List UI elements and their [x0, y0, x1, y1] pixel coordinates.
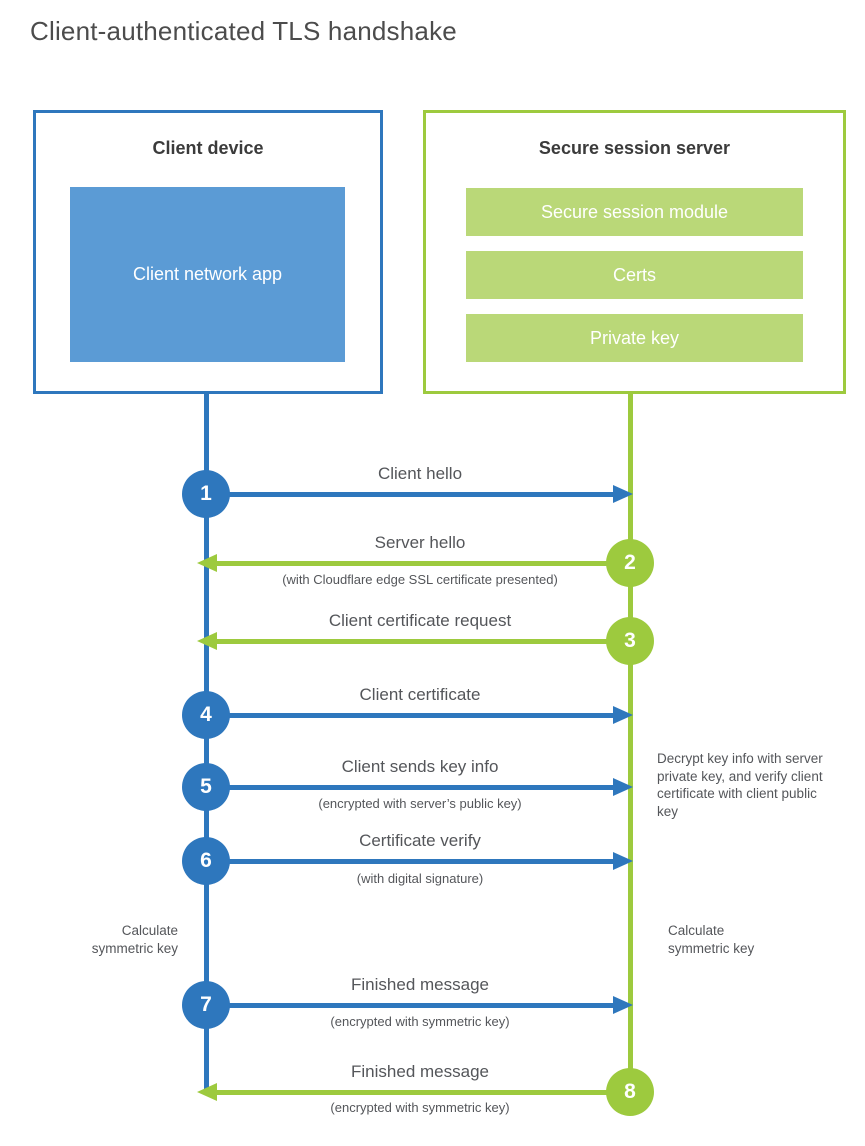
- step-6-circle: 6: [182, 837, 230, 885]
- step-8-label: Finished message: [351, 1062, 489, 1081]
- step-5-label: Client sends key info: [341, 757, 499, 776]
- client-network-app-box: Client network app: [70, 187, 345, 362]
- certs-bar: Certs: [466, 251, 803, 299]
- step-2-label: Server hello: [374, 533, 466, 552]
- client-lifeline: [204, 393, 209, 1092]
- step-6-arrowhead-right-icon: [613, 852, 633, 870]
- step-6-arrow-line: [206, 859, 618, 864]
- step-3-arrowhead-left-icon: [197, 632, 217, 650]
- step-1-label: Client hello: [377, 464, 463, 483]
- step-7-arrowhead-right-icon: [613, 996, 633, 1014]
- step-3-circle: 3: [606, 617, 654, 665]
- step-4-circle: 4: [182, 691, 230, 739]
- step-5-subtext: (encrypted with server’s public key): [318, 796, 522, 811]
- step-4-label: Client certificate: [359, 685, 481, 704]
- step-8-circle: 8: [606, 1068, 654, 1116]
- step-7-subtext: (encrypted with symmetric key): [330, 1014, 510, 1029]
- step-3-label: Client certificate request: [328, 611, 512, 630]
- private-key-bar: Private key: [466, 314, 803, 362]
- step-1-arrow-line: [206, 492, 618, 497]
- step-8-subtext: (encrypted with symmetric key): [330, 1100, 510, 1115]
- step-4-arrow-line: [206, 713, 618, 718]
- step-4-arrowhead-right-icon: [613, 706, 633, 724]
- step-2-arrow-line: [215, 561, 631, 566]
- step-2-subtext: (with Cloudflare edge SSL certificate pr…: [282, 572, 558, 587]
- step-2-arrowhead-left-icon: [197, 554, 217, 572]
- secure-session-server-box: Secure session server Secure session mod…: [423, 110, 846, 394]
- step-1-circle: 1: [182, 470, 230, 518]
- step-1-arrowhead-right-icon: [613, 485, 633, 503]
- step-3-arrow-line: [215, 639, 631, 644]
- calculate-symmetric-key-server-note: Calculate symmetric key: [668, 923, 755, 956]
- step-5-arrow-line: [206, 785, 618, 790]
- server-lifeline: [628, 393, 633, 1093]
- diagram-title: Client-authenticated TLS handshake: [30, 16, 457, 46]
- step-8-arrowhead-left-icon: [197, 1083, 217, 1101]
- client-device-box: Client device Client network app: [33, 110, 383, 394]
- step-7-arrow-line: [206, 1003, 618, 1008]
- step-7-circle: 7: [182, 981, 230, 1029]
- calculate-symmetric-key-client-note: Calculate symmetric key: [91, 923, 178, 956]
- step-6-label: Certificate verify: [359, 831, 481, 850]
- step-5-circle: 5: [182, 763, 230, 811]
- client-device-title: Client device: [152, 138, 264, 158]
- step-7-label: Finished message: [351, 975, 489, 994]
- decrypt-key-info-note: Decrypt key info with server private key…: [657, 751, 823, 819]
- secure-session-server-title: Secure session server: [538, 138, 731, 158]
- client-network-app-label: Client network app: [132, 263, 283, 284]
- step-6-subtext: (with digital signature): [356, 871, 484, 886]
- step-2-circle: 2: [606, 539, 654, 587]
- step-5-arrowhead-right-icon: [613, 778, 633, 796]
- secure-session-module-bar: Secure session module: [466, 188, 803, 236]
- step-8-arrow-line: [215, 1090, 631, 1095]
